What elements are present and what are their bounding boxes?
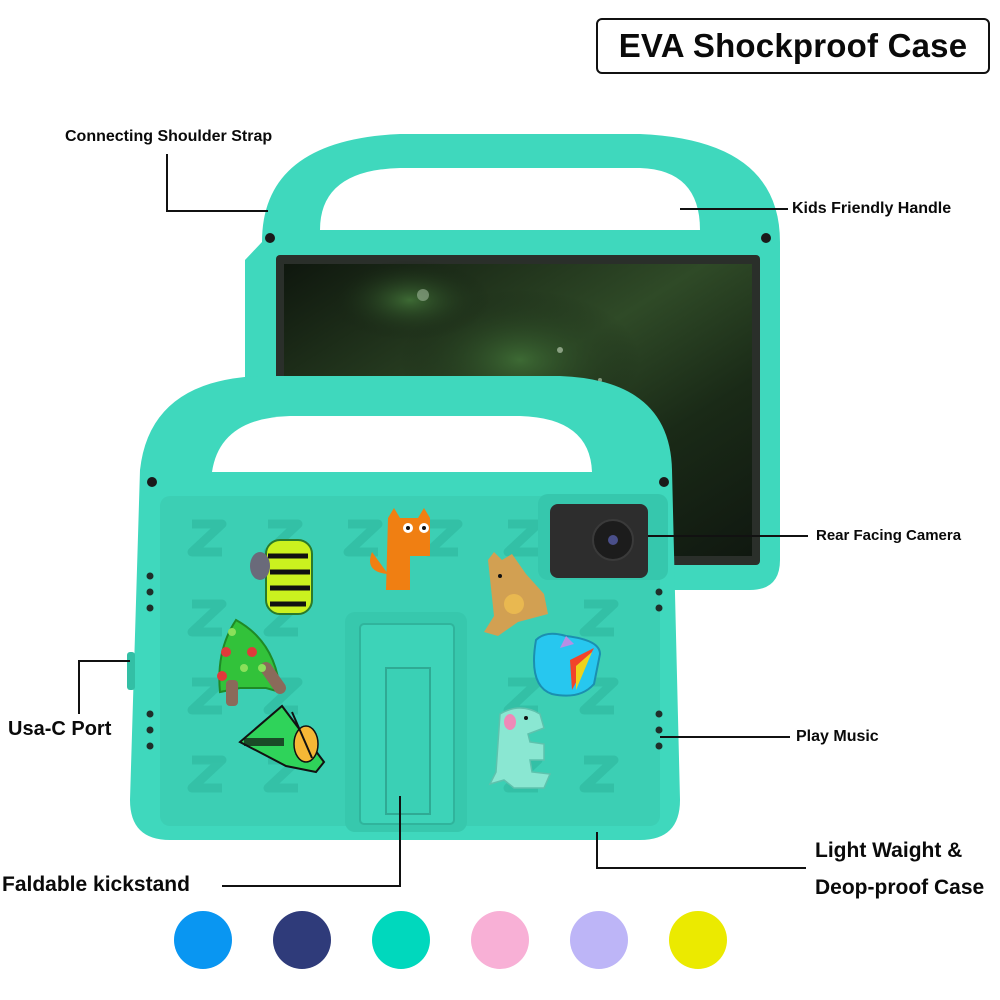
color-swatch-pink[interactable] (471, 911, 529, 969)
title-box: EVA Shockproof Case (596, 18, 990, 74)
kickstand-leader-vertical (399, 796, 401, 886)
lightweight-leader-vertical (596, 832, 598, 868)
handle-leader (680, 208, 788, 210)
callout-handle: Kids Friendly Handle (792, 200, 952, 217)
kickstand-leader-horizontal (222, 885, 401, 887)
port-leader-vertical (78, 660, 80, 714)
strap-leader-horizontal (166, 210, 268, 212)
sticker-violin (238, 704, 326, 774)
callout-camera: Rear Facing Camera (816, 527, 962, 544)
camera-leader (648, 535, 808, 537)
callout-usb-port: Usa-C Port (8, 718, 112, 740)
stickers (217, 508, 602, 789)
sticker-elephant (488, 707, 552, 789)
lightweight-leader-horizontal (596, 867, 806, 869)
color-swatch-mint[interactable] (372, 911, 430, 969)
sticker-umbrella (533, 632, 602, 697)
page-title: EVA Shockproof Case (618, 27, 968, 64)
sticker-kangaroo (484, 552, 548, 636)
strap-leader-vertical (166, 154, 168, 211)
back-case (127, 376, 680, 840)
callout-speaker: Play Music (796, 728, 879, 745)
callout-lightweight-line2: Deop-proof Case (815, 876, 985, 899)
speaker-leader (660, 736, 790, 738)
callout-shoulder-strap: Connecting Shoulder Strap (65, 128, 273, 145)
callout-kickstand: Faldable kickstand (2, 873, 190, 896)
color-swatch-navy[interactable] (273, 911, 331, 969)
color-swatch-yellow[interactable] (669, 911, 727, 969)
color-swatch-lavender[interactable] (570, 911, 628, 969)
color-swatch-blue[interactable] (174, 911, 232, 969)
sticker-bee (250, 539, 313, 615)
sticker-fox (370, 508, 430, 590)
callout-lightweight-line1: Light Waight & (815, 839, 963, 862)
port-leader-horizontal (78, 660, 130, 662)
sticker-tree (217, 618, 286, 706)
